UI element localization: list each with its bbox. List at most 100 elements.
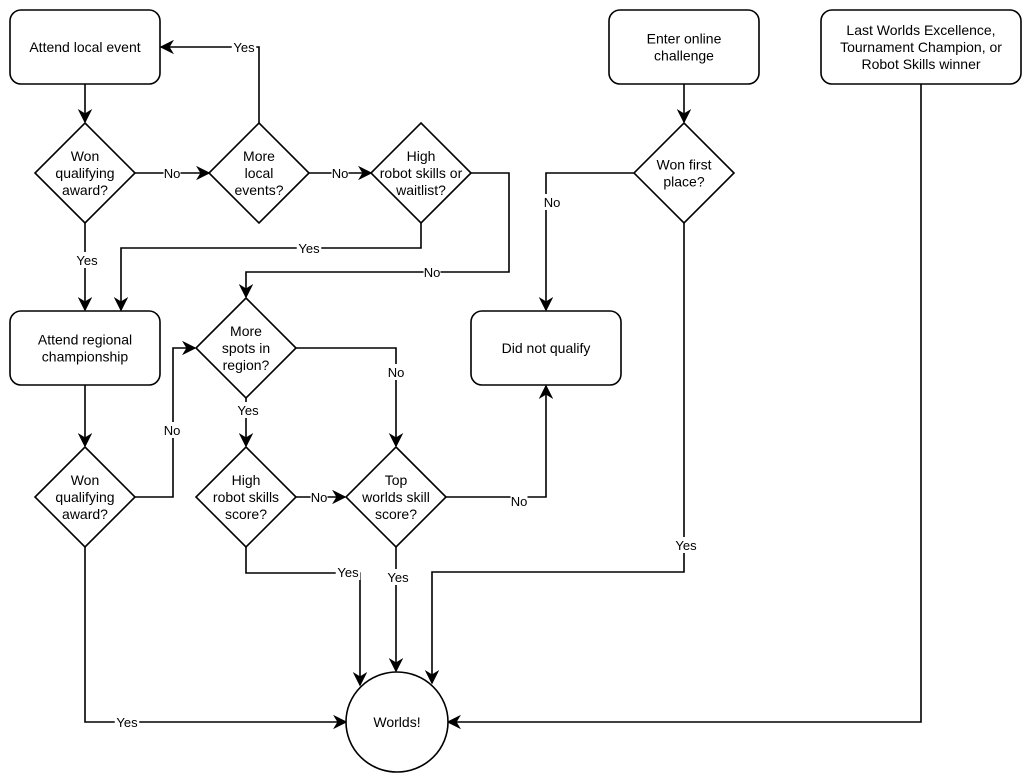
edge-label-no: No (511, 494, 528, 509)
process-box (820, 9, 1022, 85)
decision-diamond (632, 121, 736, 225)
edge-won-award-2-to-more-spots: No (135, 340, 197, 498)
decision-diamond (194, 296, 298, 400)
edge-label-yes: Yes (337, 565, 359, 580)
edge-more-spots-to-top-worlds-skill: No (296, 347, 405, 448)
edge-won-award-1-to-regional: Yes (74, 223, 100, 312)
node-label: Did not qualify (502, 340, 591, 356)
edge-label-background (296, 240, 322, 256)
edge-label-no: No (332, 166, 349, 181)
node-label-line: High (232, 472, 261, 488)
edge-label-background (331, 165, 349, 181)
node-label-line: qualifying (55, 165, 114, 181)
edge-high-skills-waitlist-to-regional: Yes (113, 223, 422, 312)
node-label-line: place? (663, 174, 704, 190)
node-local-event: Attend local event (9, 9, 161, 85)
node-label-line: Tournament Champion, or (840, 39, 1002, 55)
edge-label-yes: Yes (116, 715, 138, 730)
edge-label-yes: Yes (237, 403, 259, 418)
node-label-line: Enter online (647, 31, 722, 47)
decision-diamond (33, 445, 137, 549)
node-label-line: Robot Skills winner (861, 56, 980, 72)
edge-label-no: No (164, 423, 181, 438)
decision-diamond (194, 445, 298, 549)
node-label-line: championship (42, 349, 129, 365)
edge-high-skills-score-to-top-worlds-skill: No (296, 489, 347, 505)
edge-label-yes: Yes (76, 253, 98, 268)
node-label-line: events? (234, 182, 283, 198)
edge-last-worlds-to-worlds (446, 84, 922, 730)
process-box (9, 9, 161, 85)
edge-label-background (385, 569, 411, 585)
node-label-line: Won (71, 472, 100, 488)
node-label-line: score? (225, 506, 267, 522)
edge-label-no: No (311, 490, 328, 505)
connector-line (538, 172, 634, 312)
connector-line (238, 172, 510, 299)
edge-label-background (74, 252, 100, 268)
node-last-worlds: Last Worlds Excellence,Tournament Champi… (820, 9, 1022, 85)
node-label-line: spots in (222, 340, 270, 356)
decision-diamond (369, 121, 473, 225)
node-label-line: region? (223, 357, 270, 373)
node-label-line: Won (71, 148, 100, 164)
edge-label-yes: Yes (675, 538, 697, 553)
node-worlds: Worlds! (345, 671, 449, 773)
edge-label-background (543, 194, 561, 210)
node-label-line: robot skills or (380, 165, 463, 181)
node-label-line: Did not qualify (502, 340, 591, 356)
process-box (608, 9, 760, 85)
edge-label-background (163, 422, 181, 438)
decision-diamond (344, 445, 448, 549)
node-label-line: worlds skill (361, 489, 430, 505)
edge-label-background (235, 402, 261, 418)
node-label-line: waitlist? (395, 182, 446, 198)
decision-diamond (33, 121, 137, 225)
connector-line (159, 39, 260, 123)
node-label-line: More (243, 148, 275, 164)
node-label: Worlds! (373, 714, 420, 730)
node-label-line: Attend local event (29, 39, 140, 55)
process-box (470, 310, 622, 386)
node-label-line: Won first (657, 157, 712, 173)
edge-label-background (423, 264, 441, 280)
edge-more-local-to-high-skills-waitlist: No (309, 165, 373, 181)
node-label-line: More (230, 323, 262, 339)
edge-label-yes: Yes (387, 570, 409, 585)
node-label-line: robot skills (213, 489, 279, 505)
edge-label-background (114, 714, 140, 730)
connector-line (296, 347, 404, 448)
edge-label-background (387, 364, 405, 380)
edge-label-no: No (424, 265, 441, 280)
edge-top-worlds-skill-to-did-not-qualify: No (446, 384, 554, 509)
edge-label-no: No (164, 166, 181, 181)
node-label-line: Attend regional (38, 332, 132, 348)
node-label-line: score? (375, 506, 417, 522)
edge-won-first-to-worlds: Yes (424, 223, 699, 685)
edge-label-yes: Yes (233, 40, 255, 55)
connector-line (113, 223, 422, 312)
edge-high-skills-waitlist-to-more-spots: No (238, 172, 510, 299)
edge-won-first-to-did-not-qualify: No (538, 172, 634, 312)
node-label: Last Worlds Excellence,Tournament Champi… (840, 22, 1002, 72)
decision-diamond (207, 121, 311, 225)
edge-label-background (673, 537, 699, 553)
connector-line (245, 547, 368, 687)
